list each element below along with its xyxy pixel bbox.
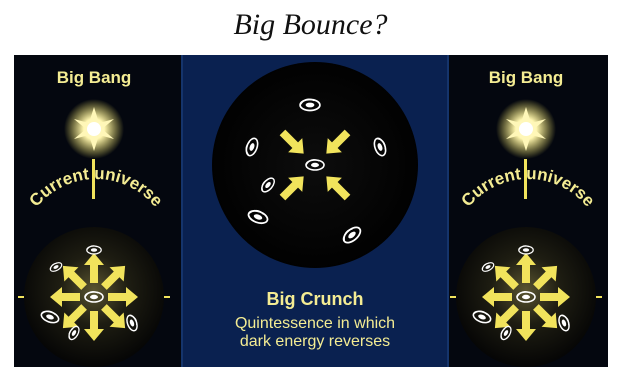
left-panel: Current universe [18,99,170,367]
universe-sphere [450,227,602,367]
big-bang-label-left: Big Bang [56,68,132,87]
description-line-2: dark energy reverses [239,333,391,350]
universe-sphere [18,227,170,367]
big-crunch-description: Quintessence in which dark energy revers… [182,315,448,351]
star-burst-icon [64,99,124,159]
arc-label: Current universe [457,164,598,210]
arc-label: Current universe [25,164,166,210]
description-line-1: Quintessence in which [234,315,396,332]
connector-line [92,159,95,199]
diagram-frame: Current universe [14,55,608,367]
crunch-panel [212,62,418,268]
big-crunch-title: Big Crunch [266,289,364,309]
star-burst-icon [496,99,556,159]
connector-line [524,159,527,199]
diagram-graphics: Current universe [18,62,602,367]
panel-divider-right [447,55,449,367]
big-bang-label-right: Big Bang [488,68,564,87]
right-panel: Current universe [450,99,602,367]
panel-divider-left [181,55,183,367]
page-title: Big Bounce? [233,8,388,41]
